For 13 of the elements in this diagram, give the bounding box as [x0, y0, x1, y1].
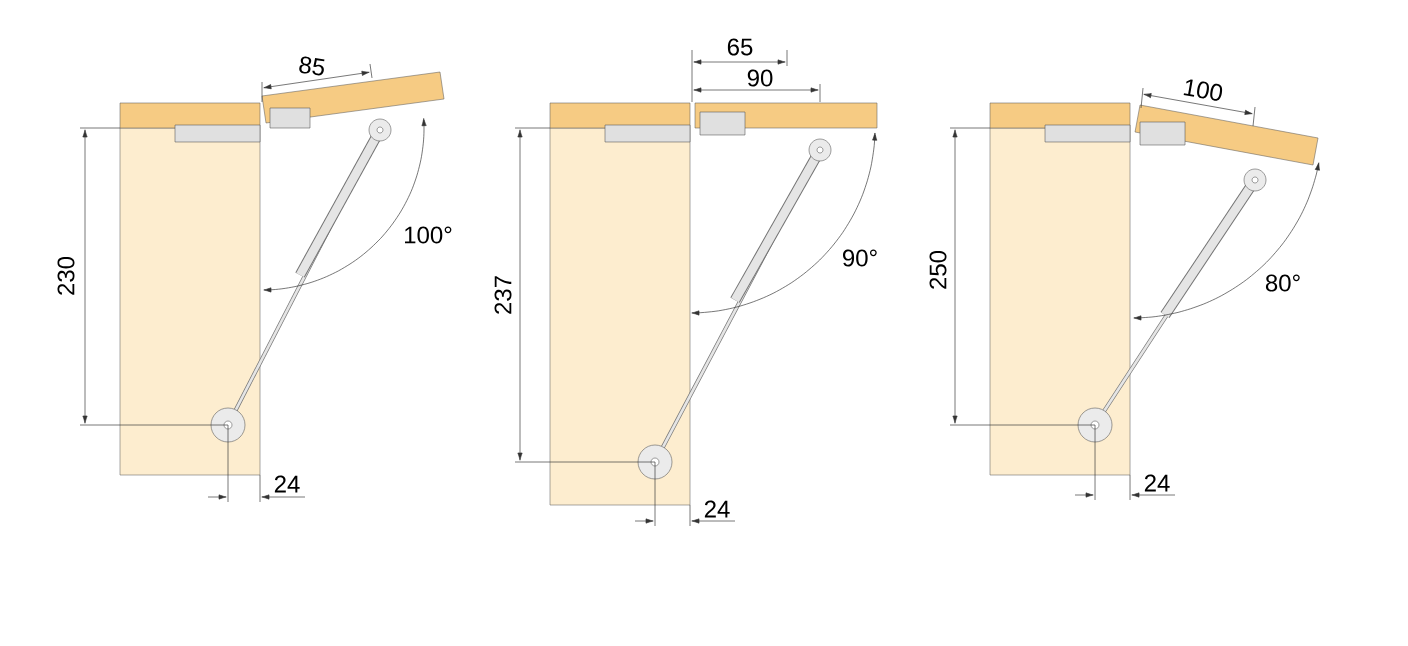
- dimension-label: 90: [747, 69, 773, 87]
- dimension-label: 24: [1144, 474, 1170, 492]
- dimension-label: 250: [929, 250, 947, 289]
- dimension-label: 100: [1183, 79, 1223, 101]
- dimension-label: 80°: [1265, 274, 1300, 292]
- dimension-label: 90°: [843, 249, 877, 267]
- dimension-label: 85: [299, 56, 325, 76]
- dimension-label: 65: [727, 38, 753, 56]
- dimension-label: 24: [704, 500, 730, 518]
- dimension-label: 24: [274, 475, 300, 493]
- dimension-label: 230: [57, 256, 75, 295]
- dimension-label: 100°: [405, 226, 452, 244]
- dimension-label: 237: [494, 276, 512, 314]
